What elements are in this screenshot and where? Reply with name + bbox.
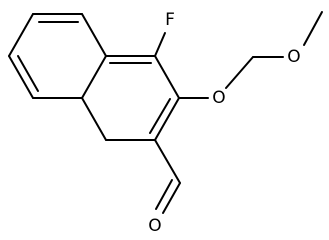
bond [149,98,171,134]
bond [303,11,323,46]
bond [154,32,166,57]
bond [154,55,180,99]
bond [162,182,181,214]
bond [8,13,34,57]
ether-oxygen-label: O [212,88,225,108]
left-ring [8,13,107,99]
bond [81,97,107,141]
bond [225,56,254,89]
substituent-bonds [154,11,323,214]
bond [154,97,180,141]
bond [8,55,34,99]
bond [17,55,39,92]
right-ring [81,55,180,141]
bond [81,13,107,57]
bond [155,179,173,210]
bond [154,139,181,184]
aldehyde-oxygen-label: O [148,216,161,236]
bond [81,55,107,99]
fluorine-label: F [165,10,175,30]
methoxy-oxygen-label: O [287,47,300,67]
